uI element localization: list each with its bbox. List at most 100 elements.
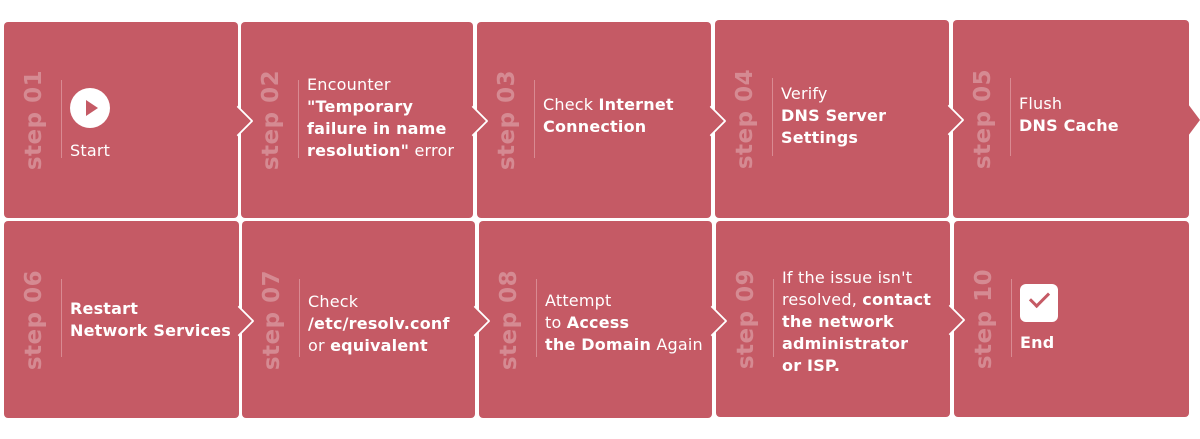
bold-text: End: [1020, 333, 1055, 352]
step-text-line: Restart: [70, 298, 233, 320]
text: If the issue isn't: [782, 268, 913, 287]
step-text-line: Check: [308, 291, 469, 313]
step-text-line: Attempt: [545, 290, 706, 312]
bold-text: "Temporary: [307, 97, 414, 116]
step-text-line: "Temporary: [307, 96, 467, 118]
step-08-label: step 08: [496, 269, 523, 370]
step-01-label-wrap: step 01: [14, 22, 54, 218]
text: Check: [543, 95, 599, 114]
step-10-label: step 10: [971, 268, 998, 370]
bold-text: DNS Server: [781, 106, 887, 125]
step-text-line: End: [1020, 332, 1183, 354]
step-text-line: If the issue isn't: [782, 267, 944, 289]
step-03-divider: [534, 80, 535, 158]
step-02-divider: [298, 80, 299, 158]
text: resolved,: [782, 290, 863, 309]
step-text-line: Verify: [781, 83, 943, 105]
step-07-label-wrap: step 07: [252, 221, 292, 418]
bold-text: administrator: [782, 334, 909, 353]
text: Attempt: [545, 290, 612, 310]
bold-text: the Domain: [545, 334, 652, 354]
bold-text: or ISP.: [782, 356, 841, 375]
step-01-card: step 01 Start: [4, 22, 254, 218]
flow-end-arrow: [1188, 104, 1200, 136]
step-10-label-wrap: step 10: [964, 221, 1004, 417]
step-10-card: step 10 End: [954, 221, 1189, 417]
step-01-text: Start: [70, 32, 232, 218]
step-05-label-wrap: step 05: [963, 20, 1003, 218]
text: error: [409, 141, 455, 160]
bold-text: Internet: [598, 95, 674, 114]
step-06-label-wrap: step 06: [14, 221, 54, 418]
step-02-label-wrap: step 02: [251, 22, 291, 218]
bold-text: failure in name: [307, 119, 447, 138]
bold-text: /etc/resolv.conf: [308, 313, 450, 333]
step-06-label: step 06: [21, 269, 48, 370]
text: Flush: [1019, 94, 1063, 113]
bold-text: Network Services: [70, 320, 232, 340]
step-08-divider: [536, 279, 537, 357]
step-text-line: or equivalent: [308, 335, 469, 357]
step-text-line: administrator: [782, 333, 944, 355]
bold-text: Restart: [70, 298, 139, 318]
step-09-label-wrap: step 09: [726, 221, 766, 417]
step-09-label: step 09: [733, 268, 760, 370]
text: Check: [308, 291, 359, 311]
bold-text: the network: [782, 312, 894, 331]
step-text-line: or ISP.: [782, 355, 944, 377]
step-09-card: step 09 If the issue isn't resolved, conta…: [716, 221, 966, 417]
step-07-label: step 07: [259, 269, 286, 370]
step-01-label: step 01: [21, 69, 48, 171]
step-10-text: End: [1020, 221, 1183, 417]
step-text-line: Encounter: [307, 74, 467, 96]
bold-text: equivalent: [330, 335, 428, 355]
step-02-card: step 02 Encounter "Temporary failure in nam…: [241, 22, 489, 218]
step-text-line: Connection: [543, 116, 705, 138]
text: Encounter: [307, 75, 391, 94]
bold-text: Connection: [543, 117, 647, 136]
step-text-line: the Domain Again: [545, 334, 706, 356]
play-icon: [70, 88, 110, 128]
bold-text: Access: [566, 312, 630, 332]
step-text-line: the network: [782, 311, 944, 333]
step-text-line: resolution" error: [307, 140, 467, 162]
step-04-divider: [772, 78, 773, 156]
text: Start: [70, 141, 111, 160]
step-10-divider: [1011, 279, 1012, 357]
step-text-line: Check Internet: [543, 94, 705, 116]
bold-text: Settings: [781, 128, 859, 147]
bold-text: resolution": [307, 141, 410, 160]
step-06-divider: [61, 279, 62, 357]
bold-text: contact: [862, 290, 932, 309]
step-text-line: Settings: [781, 127, 943, 149]
step-text-line: failure in name: [307, 118, 467, 140]
step-text-line: DNS Cache: [1019, 115, 1183, 137]
bold-text: DNS Cache: [1019, 116, 1119, 135]
checkbox-icon: [1020, 284, 1058, 322]
step-text-line: DNS Server: [781, 105, 943, 127]
step-text-line: to Access: [545, 312, 706, 334]
text: Verify: [781, 84, 828, 103]
step-03-label-wrap: step 03: [487, 22, 527, 218]
text: to: [545, 312, 567, 332]
step-09-divider: [773, 279, 774, 357]
step-text-line: Start: [70, 140, 232, 162]
step-text-line: Flush: [1019, 93, 1183, 115]
step-05-divider: [1010, 78, 1011, 156]
step-04-label: step 04: [732, 68, 759, 170]
text: or: [308, 335, 331, 355]
step-text-line: resolved, contact: [782, 289, 944, 311]
text: Again: [651, 334, 703, 354]
step-02-text: Encounter "Temporary failure in name resolu…: [307, 18, 467, 218]
